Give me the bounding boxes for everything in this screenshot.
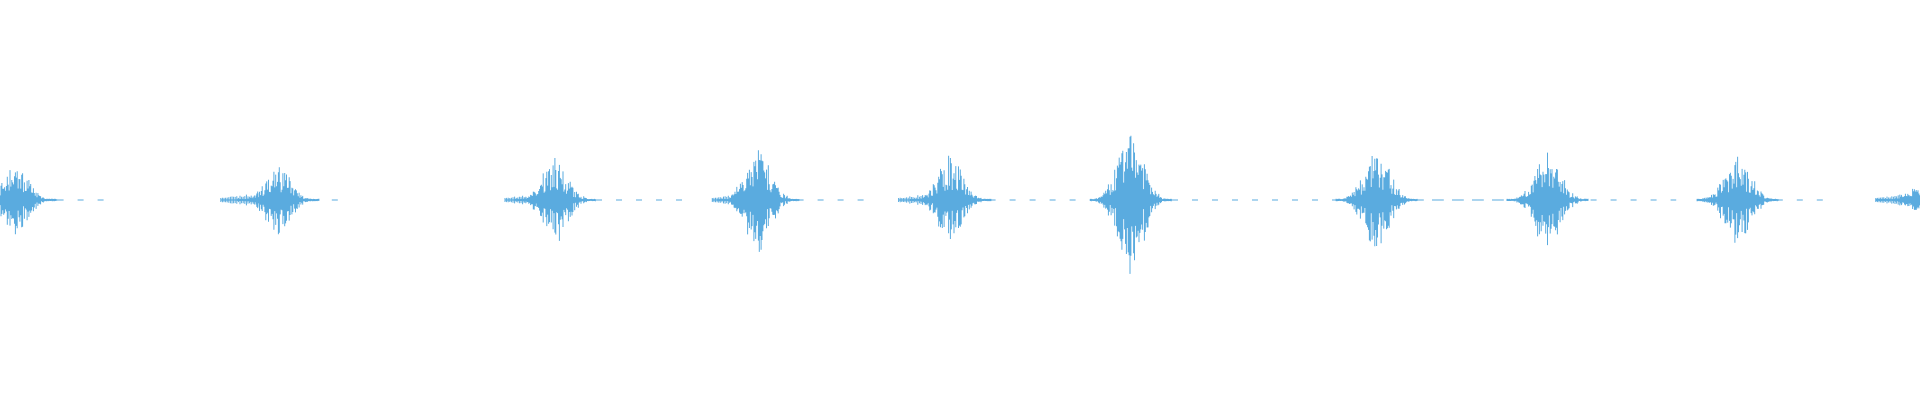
waveform-burst (1696, 156, 1779, 243)
waveform-burst (898, 155, 992, 239)
waveform-segment (1335, 156, 1510, 247)
waveform-burst (1875, 188, 1920, 210)
waveform-segment (220, 167, 340, 235)
waveform-segment (0, 170, 112, 235)
waveform-segment (504, 158, 690, 241)
waveform-layer (0, 135, 1920, 274)
waveform-burst (220, 167, 320, 235)
waveform-segment (1506, 152, 1677, 246)
waveform-segment (711, 150, 878, 252)
waveform-segment (898, 155, 1097, 239)
waveform-burst (504, 158, 596, 241)
waveform-burst (711, 150, 800, 252)
waveform-segment (1089, 135, 1510, 274)
waveform-segment (1875, 188, 1920, 210)
waveform-segment (1696, 156, 1834, 243)
waveform-burst (1335, 156, 1418, 247)
waveform-burst (0, 170, 57, 235)
waveform-burst (1089, 135, 1172, 274)
waveform-burst (1506, 152, 1589, 246)
